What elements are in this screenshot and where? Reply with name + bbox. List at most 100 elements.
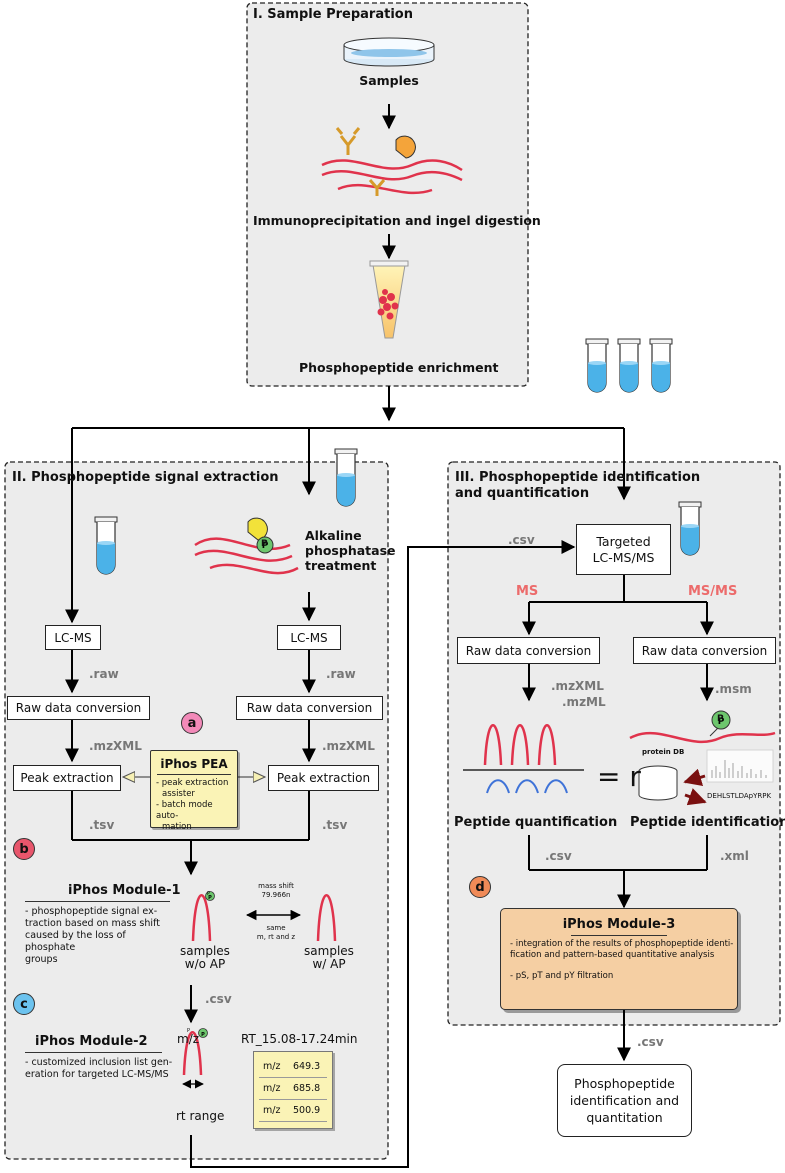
alkaline-line-3: treatment (305, 558, 377, 573)
alkaline-line-2: phosphatase (305, 543, 396, 558)
peak-extraction-box-left: Peak extraction (13, 765, 121, 791)
targeted-line-2: LC-MS/MS (592, 549, 655, 565)
alkaline-phosphatase-label: Alkaline phosphatase treatment (305, 528, 396, 573)
phospho-group-label: P (261, 539, 268, 549)
inclusion-row: m/z 500.9 (259, 1102, 327, 1122)
phospho-p-module2-icon: P (201, 1032, 205, 1038)
phospho-p-alkaline-icon: P (262, 541, 269, 551)
petri-dish-icon (343, 37, 435, 67)
iphos-module-3-box: iPhos Module-3 - integration of the resu… (500, 908, 738, 1010)
raw-ext-left: .raw (89, 667, 119, 681)
enrichment-label: Phosphopeptide enrichment (299, 360, 499, 375)
section-3-title-line-2: and quantification (455, 486, 590, 501)
rt-range-label: rt range (176, 1109, 225, 1123)
phosphatase-icon (194, 517, 299, 575)
mzml-ext-ms: .mzML (562, 695, 606, 709)
iphos-module-2-description: - customized inclusion list gen- eration… (25, 1057, 175, 1081)
csv-ext-middle: .csv (205, 992, 232, 1006)
inclusion-row-label: m/z (263, 1061, 281, 1072)
enrichment-column-icon (369, 260, 409, 339)
module-3-divider (571, 935, 667, 936)
raw-conversion-box-right: Raw data conversion (236, 696, 383, 720)
raw-conversion-box-ms: Raw data conversion (457, 637, 600, 664)
targeted-line-1: Targeted (596, 533, 651, 549)
inclusion-row: m/z 649.3 (259, 1058, 327, 1078)
section-identification-title: III. Phosphopeptide identification and q… (455, 470, 700, 502)
tsv-ext-right: .tsv (322, 818, 348, 832)
alkaline-line-1: Alkaline (305, 528, 362, 543)
pea-line: mation (162, 822, 192, 832)
peak-without-ap-icon (191, 891, 215, 942)
module-2-desc-line: eration for targeted LC-MS/MS (25, 1069, 169, 1080)
section-sample-preparation-title: I. Sample Preparation (253, 7, 413, 22)
equals-r-label: = r (597, 760, 641, 793)
final-line-2: identification and (569, 1093, 680, 1108)
samples-label: Samples (359, 73, 419, 88)
module-2-divider (25, 1052, 162, 1053)
label-b-badge: b (13, 838, 35, 860)
sample-tubes-icon (585, 338, 673, 393)
iphos-pea-box: iPhos PEA - peak extraction assister - b… (150, 750, 238, 832)
pea-line: assister (162, 789, 195, 799)
tsv-ext-left: .tsv (89, 818, 115, 832)
label-a-badge: a (181, 712, 203, 734)
csv-ext-input: .csv (508, 533, 535, 547)
module-3-desc-line: - pS, pT and pY filtration (510, 971, 614, 981)
panel-sample-preparation (246, 2, 529, 387)
inclusion-row-value: 500.9 (293, 1105, 321, 1116)
test-tube-icon-alkaline (334, 448, 358, 507)
inclusion-row-value: 685.8 (293, 1083, 321, 1094)
module-3-desc-line: fication and pattern-based quantitative … (510, 950, 715, 960)
msms-branch-label: MS/MS (688, 584, 738, 599)
peak-extraction-box-right: Peak extraction (268, 765, 379, 791)
targeted-lcmsms-box: Targeted LC-MS/MS (576, 524, 671, 575)
mz-axis-label: m/z (177, 1032, 200, 1046)
final-line-3: quantitation (586, 1110, 663, 1125)
msm-ext: .msm (715, 682, 752, 696)
phospho-p-module1-icon: P (208, 895, 212, 901)
mzxml-ext-right: .mzXML (322, 739, 375, 753)
inclusion-list-table: m/z 649.3 m/z 685.8 m/z 500.9 (253, 1051, 333, 1129)
iphos-pea-title: iPhos PEA (160, 757, 228, 771)
inclusion-row: m/z 685.8 (259, 1080, 327, 1100)
mzxml-ext-left: .mzXML (89, 739, 142, 753)
iphos-pea-divider (157, 774, 231, 775)
protein-db-label: protein DB (642, 748, 685, 756)
label-d-badge: d (469, 876, 491, 898)
test-tube-icon-left (94, 516, 118, 575)
iphos-module-3-title: iPhos Module-3 (562, 917, 676, 932)
peptide-quantification-label: Peptide quantification (454, 815, 618, 830)
lcms-box-right: LC-MS (277, 625, 341, 650)
label-c-badge: c (13, 993, 35, 1015)
module-2-p-marker: P (187, 1028, 191, 1034)
test-tube-icon-targeted (678, 501, 702, 556)
peak-with-ap-icon (316, 894, 337, 942)
module-3-desc-line: - integration of the results of phosphop… (510, 939, 734, 949)
section-signal-extraction-title: II. Phosphopeptide signal extraction (12, 470, 279, 485)
ms-branch-label: MS (516, 584, 539, 599)
identification-phospho-p: P (717, 714, 724, 724)
antibody-digestion-icon (321, 127, 463, 196)
rt-window-title: RT_15.08-17.24min (241, 1032, 358, 1046)
module-2-desc-line: - customized inclusion list gen- (25, 1057, 173, 1068)
pea-line: - batch mode auto- (156, 800, 213, 821)
final-line-1: Phosphopeptide (574, 1076, 675, 1091)
inclusion-row-value: 649.3 (293, 1061, 321, 1072)
xml-ext-ident: .xml (720, 849, 749, 863)
pea-line: - peak extraction (156, 778, 229, 788)
final-output-box: Phosphopeptide identification and quanti… (557, 1064, 692, 1137)
lcms-box-left: LC-MS (45, 625, 101, 650)
iphos-module-2-title: iPhos Module-2 (35, 1034, 148, 1049)
iphos-pea-description: - peak extraction assister - batch mode … (156, 778, 237, 833)
peptide-sequence-label: DEHLSTLDApYRPK (707, 792, 772, 800)
immunoprecipitation-label: Immunoprecipitation and ingel digestion (253, 213, 541, 228)
phospho-p-ident-icon: P (718, 717, 725, 727)
identification-icon (629, 710, 776, 806)
peptide-identification-label: Peptide identification (630, 815, 785, 830)
quantification-peaks-icon (463, 724, 584, 794)
mzxml-ext-ms: .mzXML (551, 679, 604, 693)
iphos-module-2-content: iPhos Module-2 - customized inclusion li… (13, 1026, 371, 1135)
csv-ext-quant: .csv (545, 849, 572, 863)
section-3-title-line-1: III. Phosphopeptide identification (455, 470, 701, 485)
inclusion-row-label: m/z (263, 1105, 281, 1116)
